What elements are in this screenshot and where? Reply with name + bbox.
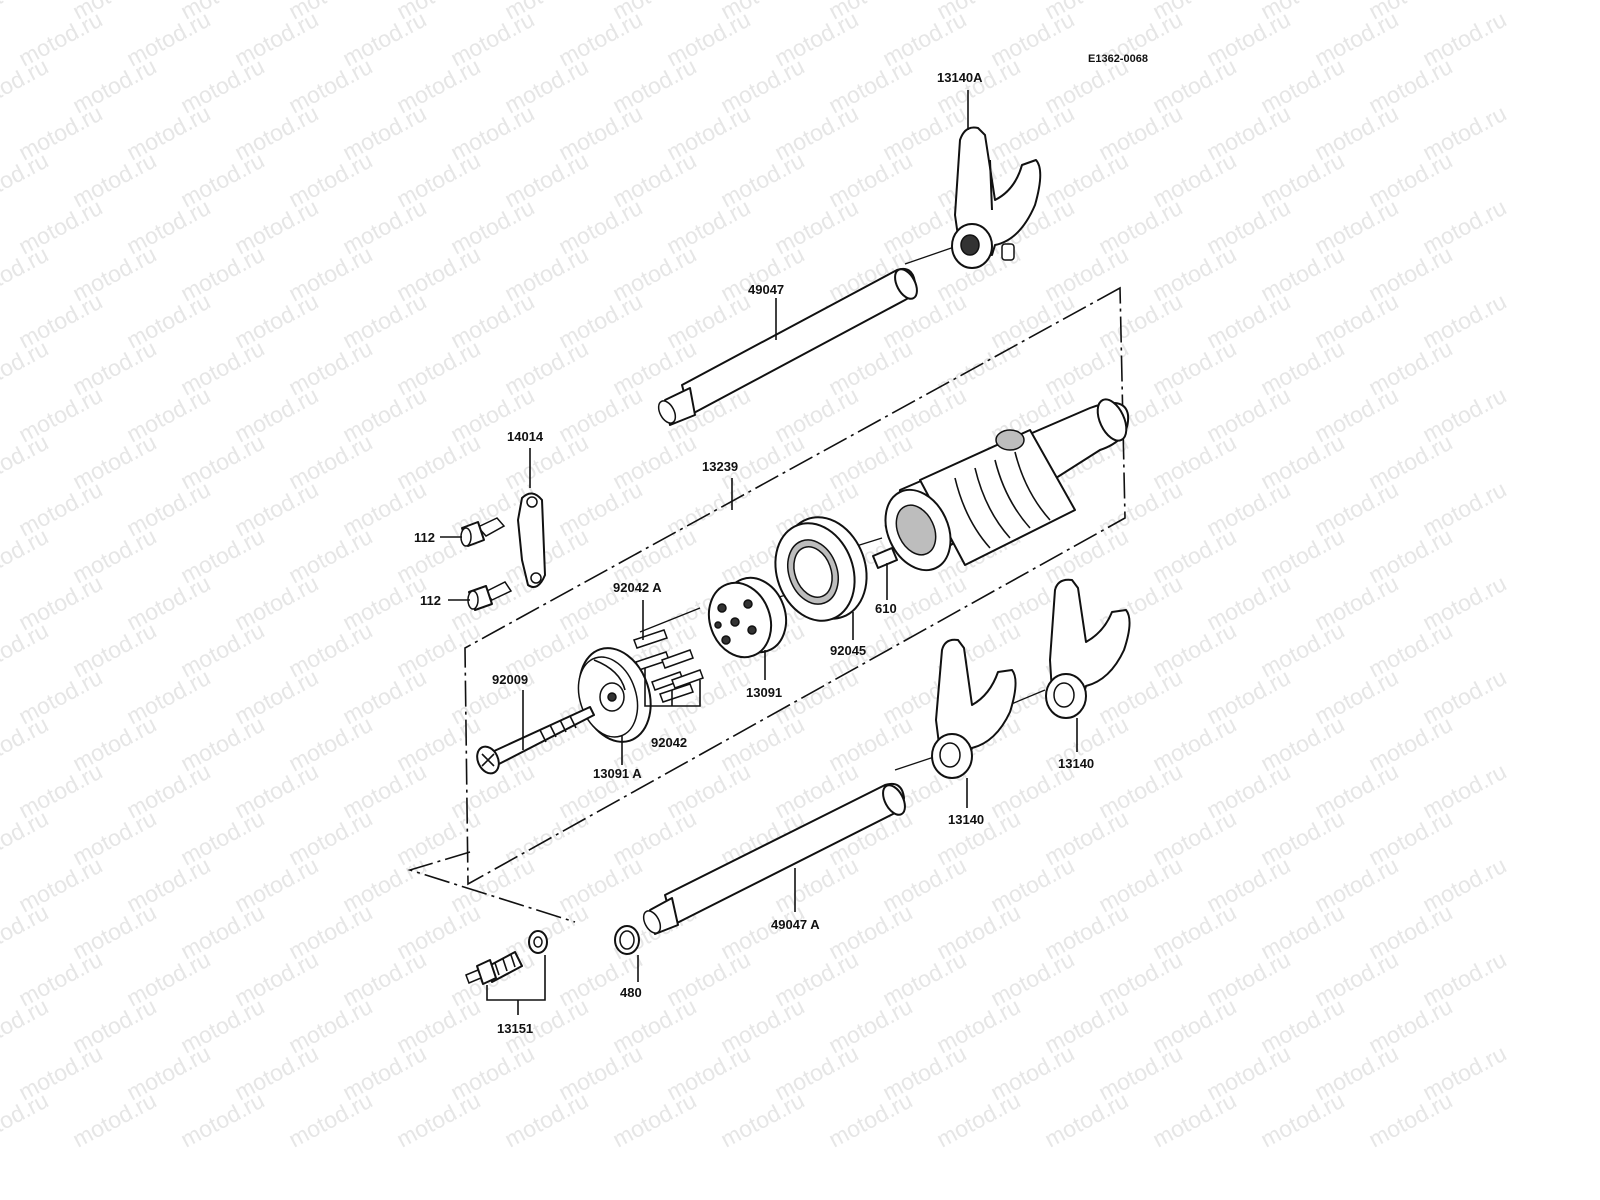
neutral-switch-13151 [465, 930, 548, 985]
watermark-text: motod.ru [0, 53, 52, 119]
watermark-text: motod.ru [0, 335, 52, 401]
label-13140-right: 13140 [1058, 756, 1094, 771]
cam-plate-13091A [577, 647, 652, 743]
watermark-text: motod.ru [716, 1087, 808, 1153]
label-92042A: 92042 A [613, 580, 662, 595]
watermark-text: motod.ru [500, 1087, 592, 1153]
watermark-text: motod.ru [932, 1087, 1024, 1153]
watermark-text: motod.ru [1040, 1087, 1132, 1153]
watermark-text: motod.ru [0, 1087, 52, 1153]
watermark-text: motod.ru [0, 0, 52, 24]
watermark-text: motod.ru [824, 1087, 916, 1153]
watermark-text: motod.ru [68, 1087, 160, 1153]
watermark-text: motod.ru [608, 1087, 700, 1153]
label-480: 480 [620, 985, 642, 1000]
bolt-112-upper [460, 517, 506, 547]
label-92042: 92042 [651, 735, 687, 750]
watermark-text: motod.ru [1148, 1087, 1240, 1153]
watermark-text: motod.ru [0, 147, 52, 213]
watermark-text: motod.ru [0, 523, 52, 589]
label-49047: 49047 [748, 282, 784, 297]
part-labels: E1362-0068 13140A 49047 14014 13239 112 … [414, 53, 1148, 1036]
label-112-upper: 112 [414, 530, 435, 545]
screw-92009 [476, 706, 595, 775]
watermark-text: motod.ru [0, 617, 52, 683]
assembly-outline [407, 286, 1126, 923]
label-13140-left: 13140 [948, 812, 984, 827]
watermark-text: motod.ru [0, 241, 52, 307]
label-14014: 14014 [507, 429, 544, 444]
label-49047A: 49047 A [771, 917, 820, 932]
label-610: 610 [875, 601, 897, 616]
watermark-text: motod.ru [392, 1087, 484, 1153]
shaft-49047A [642, 782, 906, 935]
watermark-text: motod.ru [0, 429, 52, 495]
shift-fork-13140-right [1045, 578, 1131, 719]
watermark-text: motod.ru [0, 899, 52, 965]
bearing-92045 [774, 516, 868, 622]
label-13151: 13151 [497, 1021, 533, 1036]
label-92045: 92045 [830, 643, 866, 658]
label-13239: 13239 [702, 459, 738, 474]
shaft-49047 [657, 267, 918, 426]
pins-92042 [633, 629, 704, 703]
watermark-text: motod.ru [0, 805, 52, 871]
label-13091A: 13091 A [593, 766, 642, 781]
shift-fork-13140A [951, 126, 1042, 269]
label-112-lower: 112 [420, 593, 441, 608]
watermark-text: motod.ru [0, 993, 52, 1059]
label-13140A: 13140A [937, 70, 983, 85]
bolt-112-lower [467, 581, 513, 611]
diagram-code: E1362-0068 [1088, 53, 1148, 65]
label-13091: 13091 [746, 685, 782, 700]
circlip-480 [614, 925, 640, 955]
leader-lines [440, 90, 1078, 1015]
shift-drum-13239 [884, 398, 1130, 572]
watermark-text: motod.ru [284, 1087, 376, 1153]
label-92009: 92009 [492, 672, 528, 687]
watermark-text: motod.ru [0, 711, 52, 777]
pin-plate-13091 [707, 576, 788, 659]
watermark-text: motod.ru [176, 1087, 268, 1153]
watermark-text: motod.ru [1364, 1087, 1456, 1153]
stopper-plate-14014 [517, 492, 546, 588]
shift-fork-13140-left [931, 638, 1017, 779]
pin-610 [872, 547, 898, 569]
watermark-text: motod.ru [1256, 1087, 1348, 1153]
